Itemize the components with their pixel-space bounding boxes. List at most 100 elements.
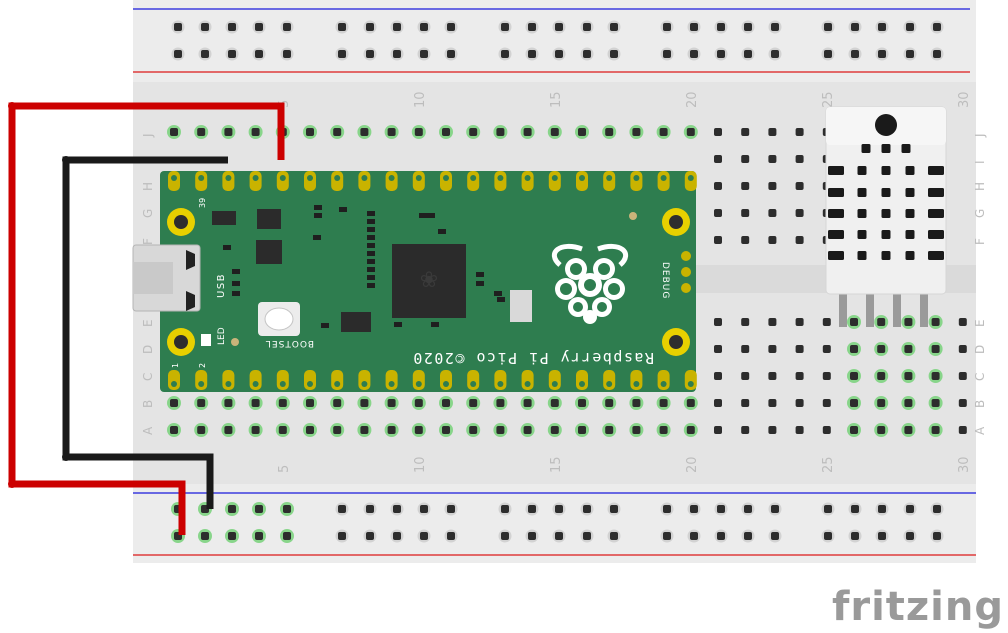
row-letter-right: G bbox=[973, 209, 987, 218]
breadboard-hole bbox=[197, 399, 206, 407]
rail-hole bbox=[283, 23, 291, 31]
breadboard-hole bbox=[714, 155, 722, 163]
fritzing-logo: fritzing bbox=[832, 584, 1004, 630]
row-letter-right: A bbox=[973, 426, 987, 435]
breadboard-hole bbox=[768, 426, 777, 434]
row-letter-right: J bbox=[973, 133, 987, 138]
smd-component bbox=[419, 213, 427, 218]
pico-pin-bottom bbox=[276, 370, 289, 390]
pin-1-label: 1 bbox=[171, 363, 180, 368]
rail-hole bbox=[878, 23, 886, 31]
breadboard-hole bbox=[931, 345, 940, 353]
rail-hole bbox=[906, 505, 914, 513]
breadboard-holes bbox=[167, 20, 967, 543]
pico-pin-bottom-hole bbox=[606, 381, 613, 387]
breadboard-hole bbox=[306, 399, 314, 407]
sensor-grille-slot bbox=[881, 209, 891, 218]
dht22-sensor bbox=[825, 106, 947, 327]
row-letter-right: D bbox=[973, 345, 987, 354]
breadboard-hole bbox=[714, 236, 722, 244]
rail-hole bbox=[528, 532, 536, 540]
rp2040-chip-logo: ❀ bbox=[420, 268, 438, 293]
led-label: LED bbox=[217, 327, 227, 345]
sensor-grille-slot bbox=[857, 251, 867, 260]
rail-hole bbox=[824, 505, 832, 513]
pico-pin-top-hole bbox=[443, 175, 449, 181]
smd-component bbox=[367, 259, 375, 264]
rail-hole bbox=[610, 50, 618, 58]
breadboard-hole bbox=[496, 128, 505, 136]
rail-hole bbox=[393, 23, 401, 31]
column-number-bottom: 5 bbox=[277, 465, 292, 473]
pico-pin-top-hole bbox=[687, 175, 694, 181]
rail-hole bbox=[583, 505, 591, 513]
rail-hole bbox=[338, 505, 346, 513]
breadboard-hole bbox=[686, 128, 695, 136]
breadboard-hole bbox=[714, 372, 722, 380]
rail-hole bbox=[851, 532, 859, 540]
sensor-grille-slot bbox=[905, 230, 915, 239]
rail-hole bbox=[717, 23, 725, 31]
column-number-top: 25 bbox=[821, 91, 836, 108]
breadboard-hole bbox=[251, 128, 260, 136]
rail-hole bbox=[283, 505, 291, 513]
breadboard-hole bbox=[278, 426, 287, 434]
rail-hole bbox=[366, 50, 374, 58]
sensor-pin-3 bbox=[893, 292, 901, 327]
rail-hole bbox=[555, 23, 563, 31]
breadboard-hole bbox=[795, 236, 804, 244]
breadboard-hole bbox=[550, 128, 559, 136]
rail-hole bbox=[663, 505, 671, 513]
breadboard-hole bbox=[496, 426, 505, 434]
breadboard-hole bbox=[768, 209, 777, 217]
row-letter-right: B bbox=[973, 400, 987, 408]
rail-hole bbox=[366, 532, 374, 540]
pico-pin-top-hole bbox=[361, 175, 368, 181]
mount-hole-bottom-left bbox=[174, 335, 188, 349]
breadboard-bottom-power-rail bbox=[133, 484, 976, 563]
breadboard-hole bbox=[714, 128, 722, 136]
breadboard-hole bbox=[822, 372, 831, 380]
breadboard-hole bbox=[768, 399, 777, 407]
smd-component bbox=[367, 267, 375, 272]
smd-component bbox=[314, 213, 322, 218]
breadboard-hole bbox=[714, 426, 722, 434]
sensor-pin-4 bbox=[920, 292, 928, 327]
row-letter-right: E bbox=[973, 319, 987, 327]
mount-hole-top-right bbox=[669, 215, 683, 229]
breadboard-hole bbox=[578, 399, 586, 407]
smd-component bbox=[367, 211, 375, 216]
pico-pin-bottom-hole bbox=[279, 381, 286, 387]
breadboard-hole bbox=[931, 426, 940, 434]
rail-hole bbox=[255, 50, 263, 58]
sensor-grille-slot bbox=[905, 188, 915, 197]
breadboard-hole bbox=[387, 426, 396, 434]
rail-hole bbox=[583, 23, 591, 31]
breadboard-hole bbox=[333, 128, 342, 136]
sensor-grille-slot bbox=[881, 144, 891, 153]
wire-red-bend-1 bbox=[8, 102, 16, 110]
row-letter-left: J bbox=[141, 133, 155, 138]
row-letter-left: B bbox=[141, 400, 155, 408]
breadboard-hole bbox=[605, 128, 614, 136]
rail-hole bbox=[878, 505, 886, 513]
row-letter-right: I bbox=[973, 160, 987, 164]
rail-hole bbox=[906, 23, 914, 31]
smd-component bbox=[427, 213, 435, 218]
crystal bbox=[510, 290, 532, 322]
smd-component bbox=[431, 322, 439, 327]
rail-hole bbox=[771, 50, 779, 58]
breadboard-hole bbox=[795, 182, 804, 190]
column-number-top: 10 bbox=[413, 91, 428, 108]
breadboard-hole bbox=[714, 182, 722, 190]
rail-hole bbox=[283, 532, 291, 540]
rail-hole bbox=[228, 50, 236, 58]
breadboard-hole bbox=[850, 399, 858, 407]
pico-pin-bottom bbox=[385, 370, 398, 390]
breadboard-hole bbox=[741, 372, 750, 380]
pico-pin-bottom bbox=[630, 370, 643, 390]
pico-pin-bottom-hole bbox=[225, 381, 232, 387]
pico-pin-bottom-hole bbox=[660, 381, 667, 387]
breadboard-hole bbox=[768, 345, 777, 353]
